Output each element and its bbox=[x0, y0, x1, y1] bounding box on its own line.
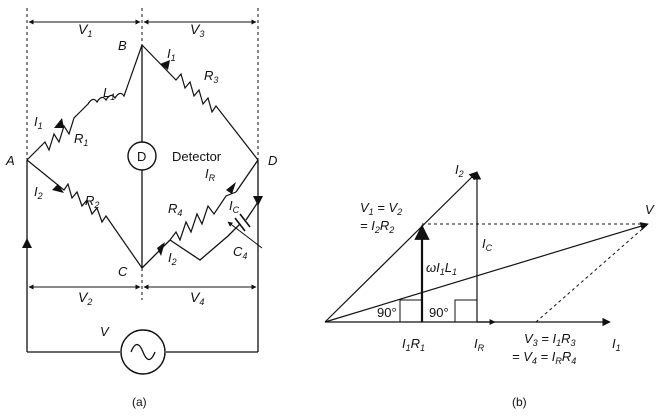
label-v3: V3 bbox=[190, 21, 204, 39]
phasor-diagram bbox=[324, 171, 649, 327]
label-node-d: D bbox=[268, 153, 277, 168]
caption-b: (b) bbox=[512, 395, 527, 409]
label-i1r1: I1R1 bbox=[402, 336, 425, 353]
label-ir: IR bbox=[205, 166, 216, 183]
label-i2-right: I2 bbox=[168, 250, 177, 267]
bridge-circuit bbox=[22, 8, 263, 375]
arm-c-d-wire bbox=[141, 239, 171, 269]
label-r2: R2 bbox=[85, 193, 99, 210]
c4-plate-2 bbox=[239, 213, 251, 228]
label-i1-right: I1 bbox=[167, 46, 176, 63]
label-v1-eq-v2: V1 = V2 bbox=[360, 200, 402, 217]
label-node-b: B bbox=[118, 38, 127, 53]
ir-arrow bbox=[226, 182, 236, 194]
bridge-labels: V1 V3 B I1 R3 L1 I1 R1 A D Detector D IR… bbox=[5, 21, 277, 409]
i1-arrow-right bbox=[160, 60, 170, 70]
label-omega-i1-l1: ωI1L1 bbox=[426, 260, 457, 277]
i2-phasor bbox=[324, 171, 478, 323]
label-detector: Detector bbox=[172, 149, 222, 164]
right-angle-left bbox=[399, 299, 423, 323]
label-ic: IC bbox=[229, 198, 240, 215]
label-i1-axis: I1 bbox=[612, 336, 621, 353]
label-eq-i2r2: = I2R2 bbox=[360, 218, 394, 235]
c4-branch-top bbox=[235, 159, 259, 193]
phasor-labels: I2 V1 = V2 = I2R2 ωI1L1 IC V 90° 90° I1R… bbox=[360, 162, 655, 409]
l1-inductor bbox=[79, 44, 143, 113]
ac-source bbox=[120, 329, 166, 375]
label-v4: V4 bbox=[190, 289, 204, 307]
label-c4: C4 bbox=[233, 244, 247, 261]
label-node-a: A bbox=[5, 153, 15, 168]
label-i2-left: I2 bbox=[34, 184, 43, 201]
label-angle-left: 90° bbox=[377, 305, 397, 320]
dashed-v3-to-v bbox=[535, 223, 649, 323]
label-node-c: C bbox=[118, 264, 128, 279]
detector-symbol bbox=[127, 141, 157, 171]
r4-resistor bbox=[169, 191, 237, 242]
label-v3-eq: V3 = I1R3 bbox=[524, 331, 576, 348]
label-v4-eq: = V4 = IRR4 bbox=[512, 349, 576, 366]
i2-arrow-left bbox=[52, 184, 64, 193]
label-ic-phasor: IC bbox=[482, 236, 493, 253]
label-v1-sub: 1 bbox=[87, 29, 92, 39]
label-detector-symbol: D bbox=[137, 149, 146, 164]
label-v-phasor: V bbox=[645, 202, 655, 217]
label-r1: R1 bbox=[74, 131, 88, 148]
label-r3: R3 bbox=[204, 68, 218, 85]
c4-variable-arrow bbox=[227, 221, 263, 249]
label-r4: R4 bbox=[168, 201, 182, 218]
c4-branch-right bbox=[245, 201, 259, 221]
label-angle-right: 90° bbox=[429, 305, 449, 320]
label-v1: V1 bbox=[78, 21, 92, 39]
r3-resistor bbox=[141, 44, 259, 161]
right-angle-right bbox=[454, 299, 478, 323]
c4-branch bbox=[169, 223, 241, 261]
label-i2-phasor: I2 bbox=[455, 162, 464, 179]
caption-a: (a) bbox=[132, 395, 147, 409]
i1-arrow-left bbox=[54, 118, 64, 128]
r1-resistor bbox=[26, 111, 81, 161]
ac-sine-icon bbox=[130, 343, 156, 361]
c4-plate-1 bbox=[234, 217, 246, 232]
label-v3-sub: 3 bbox=[199, 29, 204, 39]
label-source-v: V bbox=[100, 324, 110, 339]
i2-arrow-right bbox=[157, 242, 165, 256]
label-v2: V2 bbox=[78, 289, 92, 307]
supply-current-arrow bbox=[22, 238, 32, 248]
r2-resistor bbox=[26, 159, 143, 269]
v-phasor bbox=[324, 222, 649, 323]
label-l1: L1 bbox=[103, 85, 115, 102]
label-i1-left: I1 bbox=[34, 114, 43, 131]
label-ir-phasor: IR bbox=[474, 336, 485, 353]
ic-arrow bbox=[253, 196, 263, 206]
